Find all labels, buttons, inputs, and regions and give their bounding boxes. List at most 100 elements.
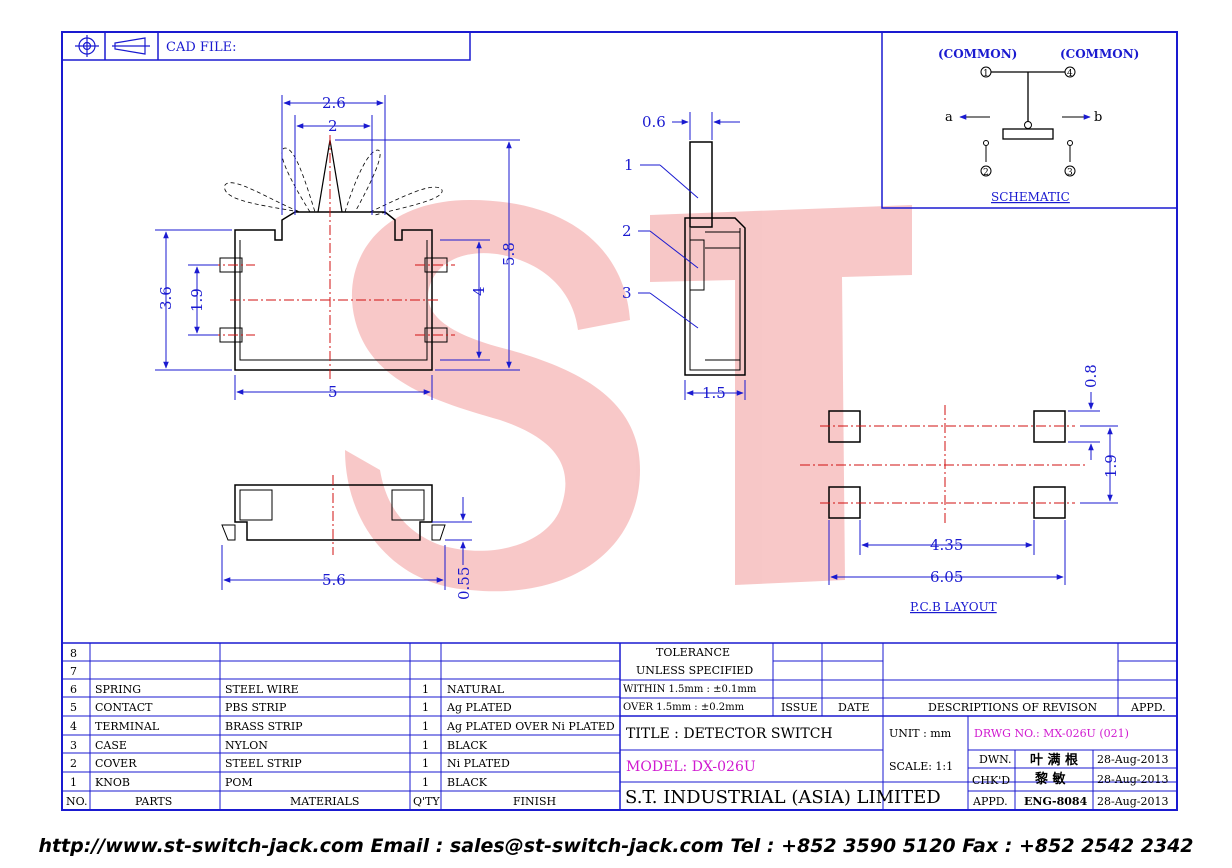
pcb-dimensions [828,392,1118,585]
bom-header-row: NO. PARTS MATERIALS Q'TY FINISH [66,795,556,808]
pcb-layout-title: P.C.B LAYOUT [910,600,997,614]
bom-cell-material: POM [225,776,253,789]
schematic-dir-a: a [945,110,953,125]
bom-cell-material: STEEL STRIP [225,757,302,770]
dim-height-total: 5.8 [500,242,518,266]
cad-header: CAD FILE: [61,31,471,61]
callout-1: 1 [624,156,634,174]
bom-header-no: NO. [66,795,88,808]
bom-row: 8 [70,647,77,660]
contact-footer: http://www.st-switch-jack.com Email : sa… [38,835,1194,857]
bom-cell-part: KNOB [95,776,130,789]
dim-side-w: 0.6 [642,113,666,131]
schematic-pin4: 4 [1067,69,1073,79]
bom-cell-no: 2 [70,757,77,770]
bom-cell-material: PBS STRIP [225,701,287,714]
dwn-label: DWN. [979,753,1012,766]
bom-cell-part: CONTACT [95,701,153,714]
schematic-common-left: (COMMON) [938,47,1017,61]
bom-cell-qty: 1 [422,683,429,696]
bom-row: 7 [70,665,77,678]
watermark-s-shape [345,200,640,592]
tolerance-within: WITHIN 1.5mm : ±0.1mm [623,684,757,695]
bom-row: 3 CASE NYLON 1 BLACK [70,739,488,752]
bom-cell-part: SPRING [95,683,141,696]
dim-side-depth: 1.5 [702,384,726,402]
bom-cell-no: 4 [70,720,77,733]
bom-header-qty: Q'TY [413,795,440,808]
projection-symbol-icon [75,35,150,57]
bom-cell-qty: 1 [422,739,429,752]
dwn-date: 28-Aug-2013 [1097,753,1169,766]
bom-cell-qty: 1 [422,776,429,789]
bom-cell-finish: Ni PLATED [447,757,510,770]
bom-row: 2 COVER STEEL STRIP 1 Ni PLATED [70,757,510,770]
bom-cell-material: NYLON [225,739,268,752]
bom-row: 5 CONTACT PBS STRIP 1 Ag PLATED [70,701,512,714]
bom-cell-part: CASE [95,739,127,752]
schematic-title: SCHEMATIC [991,190,1070,204]
dim-bottom-w: 5.6 [322,571,346,589]
bom-cell-no: 5 [70,701,77,714]
bom-cell-part: COVER [95,757,137,770]
side-view [684,141,746,376]
scale-label: SCALE: 1:1 [889,760,953,773]
callout-3: 3 [622,284,632,302]
st-watermark [345,200,912,592]
schematic-pin3: 3 [1067,168,1073,178]
side-view-dim-labels: 0.6 1.5 1 2 3 [622,113,726,402]
chkd-name: 黎 敏 [1035,771,1067,787]
dwn-name: 叶 满 根 [1030,752,1079,768]
revision-date: DATE [838,701,870,714]
bom-cell-finish: Ag PLATED OVER Ni PLATED [446,720,615,733]
bom-cell-material: STEEL WIRE [225,683,299,696]
dim-top-w2: 2 [328,117,338,135]
front-view-dimensions [155,95,520,400]
bom-cell-qty: 1 [422,701,429,714]
dim-pcb-outer: 6.05 [930,568,963,586]
drawing-number: DRWG NO.: MX-026U (021) [974,727,1129,740]
schematic-dir-b: b [1094,110,1102,125]
tolerance-title: TOLERANCE [656,646,730,659]
bottom-view-dim-labels: 5.6 0.55 [322,567,473,600]
bom-cell-qty: 1 [422,757,429,770]
revision-issue: ISSUE [781,701,818,714]
bom-header-materials: MATERIALS [290,795,359,808]
front-view-dim-labels: 2.6 2 5 5.8 3.6 1.9 4 [157,94,518,401]
watermark-t-shape [650,205,912,585]
schematic-pin1: 1 [983,69,989,79]
dim-pcb-inner: 4.35 [930,536,963,554]
bom-cell-material: BRASS STRIP [225,720,303,733]
dim-pcb-pitch-y: 1.9 [1102,454,1120,478]
bom-cell-finish: Ag PLATED [446,701,512,714]
dim-bottom-h: 0.55 [455,567,473,600]
chkd-label: CHK'D [972,774,1010,787]
callout-2: 2 [622,222,632,240]
bom-cell-no: 3 [70,739,77,752]
pcb-centerlines [800,405,1085,525]
model-text: MODEL: DX-026U [626,759,756,775]
unit-label: UNIT : mm [889,727,952,740]
bom-cell-qty: 1 [422,720,429,733]
pcb-pad [1033,486,1066,519]
bom-cell-no: 6 [70,683,77,696]
dim-pcb-pad: 0.8 [1082,364,1100,388]
tolerance-block: TOLERANCE UNLESS SPECIFIED WITHIN 1.5mm … [623,646,1166,714]
schematic-common-right: (COMMON) [1060,47,1139,61]
dim-left-h2: 1.9 [188,288,206,312]
revision-appd: APPD. [1130,701,1166,714]
appd-name: ENG-8084 [1024,795,1088,808]
title-text: TITLE : DETECTOR SWITCH [626,726,833,742]
title-block: TITLE : DETECTOR SWITCH MODEL: DX-026U S… [625,726,1169,808]
bom-cell-finish: BLACK [447,739,488,752]
revision-desc: DESCRIPTIONS OF REVISON [928,701,1097,714]
side-view-dimensions [638,112,746,400]
company-name: S.T. INDUSTRIAL (ASIA) LIMITED [625,787,941,808]
appd-date: 28-Aug-2013 [1097,795,1169,808]
pcb-dim-labels: 4.35 6.05 0.8 1.9 P.C.B LAYOUT [910,364,1120,614]
